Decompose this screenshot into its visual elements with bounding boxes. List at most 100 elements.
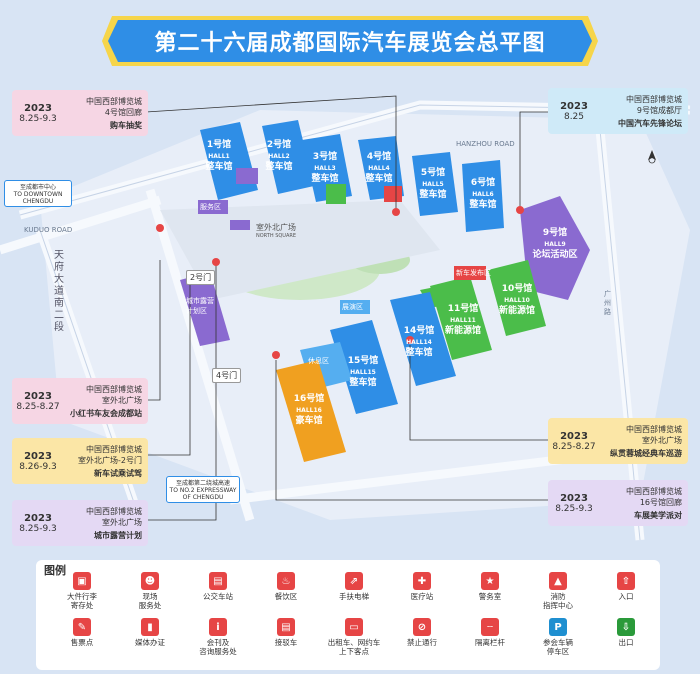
food-icon: ♨ — [277, 572, 295, 590]
hall-6-block — [462, 160, 504, 232]
legend-item-label: 公交车站 — [203, 592, 233, 601]
legend-item-label: 出口 — [618, 638, 634, 647]
legend-item: ⇩ 出口 — [592, 618, 660, 647]
no-entry-icon: ⊘ — [413, 618, 431, 636]
rest-zone-label: 休息区 — [308, 357, 329, 365]
parking-icon: P — [549, 618, 567, 636]
legend-item-label: 出租车、网约车 上下客点 — [327, 638, 381, 656]
legend-item: ▤公交车站 — [184, 572, 252, 601]
legend-item: ┄隔离栏杆 — [456, 618, 524, 647]
service-icon: ☻ — [141, 572, 159, 590]
police-icon: ★ — [481, 572, 499, 590]
legend-panel: 图例 ▣大件行李 寄存处☻现场 服务处▤公交车站♨餐饮区⇗手扶电梯✚医疗站★警务… — [36, 560, 660, 670]
legend-item: ⇧ 入口 — [592, 572, 660, 601]
legend-item: ⇗手扶电梯 — [320, 572, 388, 601]
hall-16-block — [276, 360, 346, 462]
hall-5-block — [412, 152, 458, 216]
zone-green-3 — [326, 184, 346, 204]
legend-item-label: 餐饮区 — [274, 592, 298, 601]
legend-item-label: 售票点 — [70, 638, 94, 647]
legend-item: ☻ 现场 服务处 — [116, 572, 184, 610]
hall-9-block — [520, 196, 590, 300]
legend-item-label: 媒体办证 — [135, 638, 165, 647]
gate-2-label: 2号门 — [186, 270, 216, 285]
guangzhou-road-label: 广州路 — [604, 290, 611, 316]
display-zone-label: 展演区 — [342, 303, 363, 311]
barrier-icon: ┄ — [481, 618, 499, 636]
legend-item-label: 大件行李 寄存处 — [67, 592, 97, 610]
title-banner: 第二十六届成都国际汽车展览会总平图 — [100, 12, 600, 70]
hall-2-block — [262, 120, 314, 194]
legend-item: ▮ 媒体办证 — [116, 618, 184, 647]
legend-item: ▲ 消防 指挥中心 — [524, 572, 592, 610]
exit-icon: ⇩ — [617, 618, 635, 636]
legend-item: ▤ 接驳车 — [252, 618, 320, 647]
shuttle-icon: ▤ — [277, 618, 295, 636]
gate-4-label: 4号门 — [212, 368, 242, 383]
service-zone-1 — [236, 168, 258, 184]
ticket-icon: ✎ — [73, 618, 91, 636]
media-icon: ▮ — [141, 618, 159, 636]
legend-item: ▭ 出租车、网约车 上下客点 — [320, 618, 388, 656]
entrance-icon: ⇧ — [617, 572, 635, 590]
legend-item-label: 禁止通行 — [407, 638, 437, 647]
taxi-icon: ▭ — [345, 618, 363, 636]
legend-item-label: 医疗站 — [410, 592, 434, 601]
display-zone — [340, 300, 370, 314]
hall-15-block — [330, 320, 398, 414]
service-zone-2 — [198, 200, 228, 214]
legend-item-label: 警务室 — [478, 592, 502, 601]
service-zone-label: 服务区 — [200, 203, 221, 211]
page-title: 第二十六届成都国际汽车展览会总平图 — [154, 31, 546, 56]
hall-14-block — [390, 292, 456, 386]
hall-10-block — [488, 260, 546, 336]
legend-title: 图例 — [44, 564, 66, 577]
nev-zone-label: 新车发布区 — [456, 269, 491, 277]
zone-red-4 — [384, 186, 402, 202]
legend-item: ⊘ 禁止通行 — [388, 618, 456, 647]
legend-item-label: 会刊及 咨询服务处 — [199, 638, 237, 656]
info-icon: i — [209, 618, 227, 636]
escalator-icon: ⇗ — [345, 572, 363, 590]
legend-item-label: 入口 — [618, 592, 634, 601]
legend-item: ▣大件行李 寄存处 — [48, 572, 116, 610]
legend-item-label: 接驳车 — [274, 638, 298, 647]
camp-zone-label: 城市露营计划区 — [186, 297, 214, 315]
legend-item-label: 消防 指挥中心 — [543, 592, 573, 610]
hall-group-north — [198, 120, 504, 232]
medical-icon: ✚ — [413, 572, 431, 590]
nev-zone — [454, 266, 486, 280]
legend-item: i 会刊及 咨询服务处 — [184, 618, 252, 656]
legend-item-label: 现场 服务处 — [138, 592, 162, 610]
tianfu-road-label: 天府大道南二段 — [54, 250, 64, 333]
legend-item: ♨ 餐饮区 — [252, 572, 320, 601]
kuduo-road-label: KUDUO ROAD — [24, 226, 73, 234]
camp-zone — [180, 272, 230, 346]
hall-4-block — [358, 136, 404, 200]
compass-icon — [648, 150, 656, 164]
legend-item: ✚ 医疗站 — [388, 572, 456, 601]
fire-icon: ▲ — [549, 572, 567, 590]
